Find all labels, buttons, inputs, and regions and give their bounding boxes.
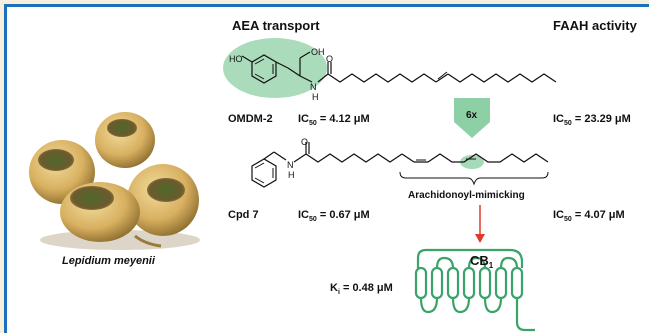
svg-text:HO: HO: [229, 54, 243, 64]
svg-text:N: N: [287, 160, 294, 170]
svg-text:N: N: [310, 82, 317, 92]
arachidonoyl-mimicking-label: Arachidonoyl-mimicking: [408, 190, 525, 201]
compound1-ic50-transport: IC50 = 4.12 μM: [298, 113, 370, 127]
svg-text:OH: OH: [311, 47, 325, 57]
red-arrow-head: [475, 234, 485, 243]
compound1-ic50-faah: IC50 = 23.29 μM: [553, 113, 631, 127]
ki-value: Ki = 0.48 μM: [330, 282, 393, 296]
plant-name: Lepidium meyenii: [62, 255, 156, 267]
maca-roots-image: [29, 112, 200, 250]
compound1-label: OMDM-2: [228, 113, 273, 125]
compound2-ic50-transport: IC50 = 0.67 μM: [298, 209, 370, 223]
header-faah-activity: FAAH activity: [553, 18, 638, 33]
svg-text:O: O: [301, 137, 308, 147]
header-aea-transport: AEA transport: [232, 18, 320, 33]
svg-text:H: H: [312, 92, 319, 102]
figure-panel: [4, 4, 649, 333]
svg-text:H: H: [288, 170, 295, 180]
cb1-label: CB1: [470, 253, 494, 270]
fold-chevron: [454, 98, 490, 138]
omdm2-structure: HO OH O N H: [223, 38, 557, 102]
fold-label: 6x: [466, 110, 478, 121]
compound2-ic50-faah: IC50 = 4.07 μM: [553, 209, 625, 223]
cb1-receptor-icon: [414, 248, 535, 332]
svg-text:O: O: [326, 54, 333, 64]
headgroup-highlight: [223, 38, 327, 98]
compound2-label: Cpd 7: [228, 209, 259, 221]
cpd7-structure: O N H: [251, 137, 549, 188]
